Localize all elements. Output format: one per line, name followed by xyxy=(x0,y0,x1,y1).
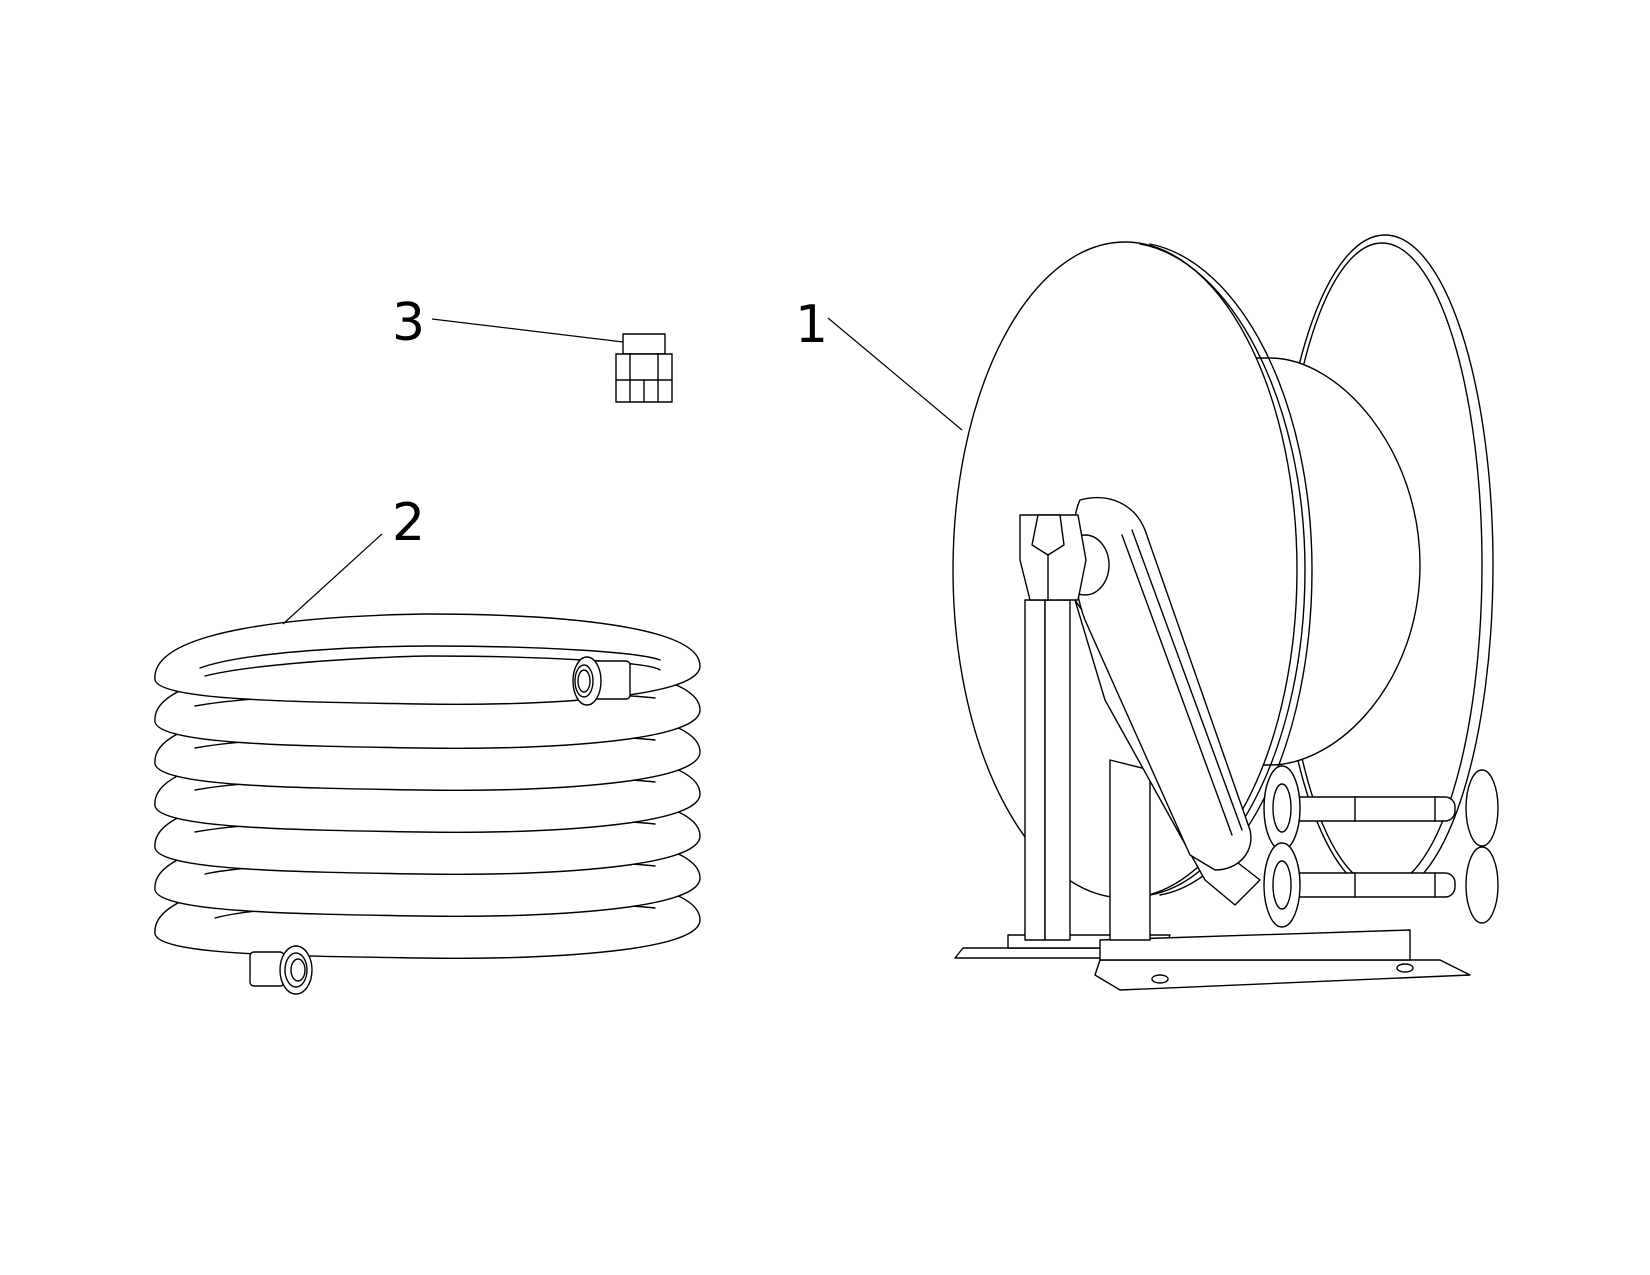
hose-end-fitting-top xyxy=(572,656,631,706)
leader-line-3 xyxy=(431,318,624,343)
leader-line-1 xyxy=(827,317,963,431)
fitting-part[interactable] xyxy=(615,333,673,403)
reel-inlet-swivel xyxy=(1019,514,1110,601)
coiled-hose-part[interactable] xyxy=(154,613,701,995)
callout-number-2: 2 xyxy=(392,493,425,553)
callout-number-1: 1 xyxy=(795,295,828,355)
callout-number-3: 3 xyxy=(392,293,425,353)
hose-reel-part[interactable] xyxy=(952,234,1499,991)
reel-frame xyxy=(1024,496,1261,941)
reel-crank-handles xyxy=(1263,765,1499,928)
leader-line-2 xyxy=(282,533,383,625)
hose-end-fitting-bottom xyxy=(249,945,313,995)
